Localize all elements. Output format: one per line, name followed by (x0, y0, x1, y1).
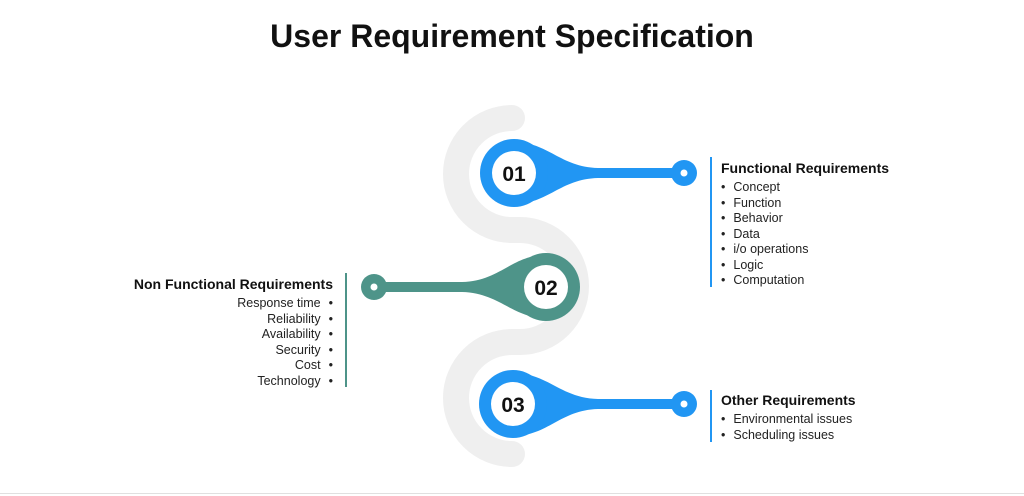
functional-requirements-block: Functional Requirements Concept Function… (721, 160, 889, 289)
list-item: Response time (134, 296, 333, 312)
non-functional-requirements-list: Response time Reliability Availability S… (134, 296, 333, 389)
step-01-number: 01 (502, 163, 526, 186)
list-item: Data (721, 227, 889, 243)
step-03-number: 03 (501, 394, 524, 417)
step-01-pin: 01 (480, 139, 697, 207)
step-03-end-dot (680, 400, 688, 408)
list-item: Cost (134, 358, 333, 374)
list-item: Reliability (134, 312, 333, 328)
step-03-connector (513, 373, 680, 436)
step-02-pin: 02 (361, 253, 580, 321)
list-item: i/o operations (721, 242, 889, 258)
list-item: Environmental issues (721, 412, 856, 428)
list-item: Availability (134, 327, 333, 343)
step-02-connector (380, 255, 546, 318)
step-01-end-dot (680, 169, 688, 177)
list-item: Security (134, 343, 333, 359)
bottom-divider (0, 493, 1024, 494)
other-requirements-list: Environmental issues Scheduling issues (721, 412, 856, 443)
non-functional-requirements-block: Non Functional Requirements Response tim… (134, 276, 333, 389)
list-item: Technology (134, 374, 333, 390)
step-03-accent-bar (710, 390, 712, 442)
step-02-accent-bar (345, 273, 347, 387)
list-item: Scheduling issues (721, 428, 856, 444)
other-requirements-block: Other Requirements Environmental issues … (721, 392, 856, 443)
step-02-number: 02 (534, 277, 557, 300)
step-01-connector (514, 142, 680, 204)
step-02-end-dot (370, 283, 378, 291)
list-item: Function (721, 196, 889, 212)
other-requirements-heading: Other Requirements (721, 392, 856, 408)
step-03-pin: 03 (479, 370, 697, 438)
list-item: Behavior (721, 211, 889, 227)
functional-requirements-heading: Functional Requirements (721, 160, 890, 176)
page-title: User Requirement Specification (270, 18, 754, 54)
list-item: Concept (721, 180, 889, 196)
list-item: Computation (721, 273, 889, 289)
functional-requirements-list: Concept Function Behavior Data i/o opera… (721, 180, 889, 289)
step-01-accent-bar (710, 157, 712, 287)
non-functional-requirements-heading: Non Functional Requirements (133, 276, 333, 292)
list-item: Logic (721, 258, 889, 274)
